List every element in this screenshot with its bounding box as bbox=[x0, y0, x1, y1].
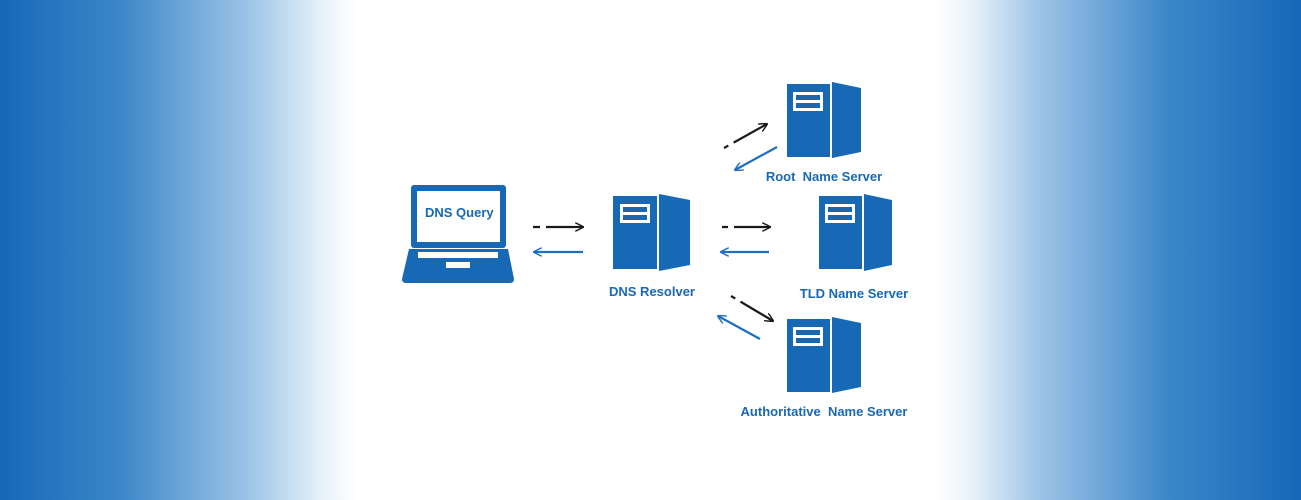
laptop-icon bbox=[402, 185, 514, 283]
root-server-label: Root Name Server bbox=[765, 169, 883, 184]
request-arrow-resolver-to-authoritative bbox=[730, 295, 773, 321]
response-arrow-root-to-resolver bbox=[735, 146, 778, 170]
authoritative-server-icon bbox=[787, 317, 861, 393]
tld-server-icon bbox=[819, 194, 892, 271]
request-arrow-resolver-to-root bbox=[723, 124, 767, 149]
authoritative-server-label: Authoritative Name Server bbox=[740, 404, 908, 419]
resolver-label: DNS Resolver bbox=[609, 284, 695, 299]
root-server-icon bbox=[787, 82, 861, 158]
response-arrow-authoritative-to-resolver bbox=[718, 316, 761, 340]
resolver-server-icon bbox=[613, 194, 690, 271]
laptop-screen-label: DNS Query bbox=[425, 205, 494, 220]
tld-server-label: TLD Name Server bbox=[799, 286, 909, 301]
